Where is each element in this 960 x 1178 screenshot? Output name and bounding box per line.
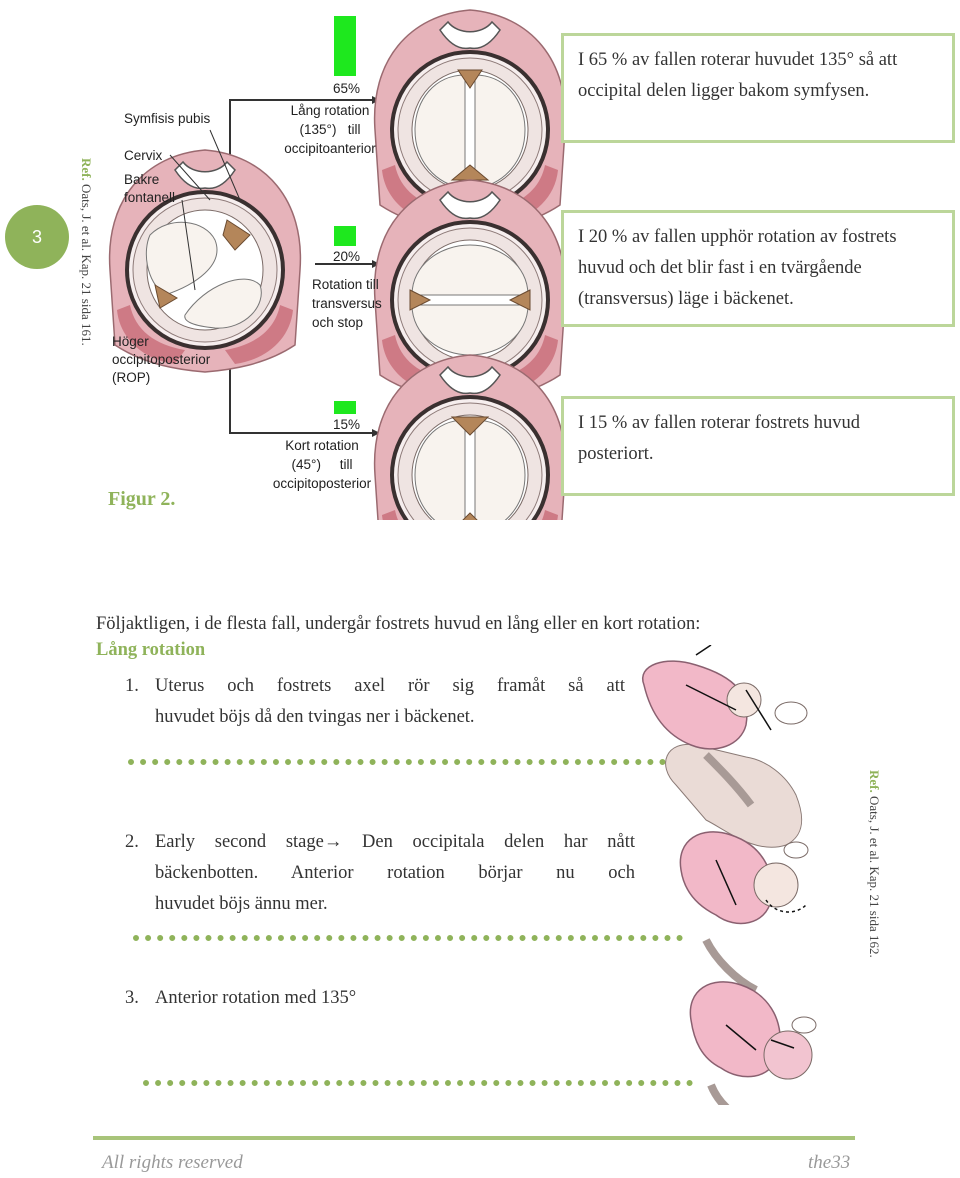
label-occipitoposterior: occipitoposterior: [112, 352, 211, 367]
dotted-separator: [133, 935, 683, 941]
step-2-line-3: huvudet böjs ännu mer.: [155, 894, 328, 914]
step-2-text: Early second stage→ Den occipitala delen…: [155, 827, 635, 920]
dotted-separator: [128, 759, 678, 765]
step-2-line-1: Early second stage→ Den occipitala delen…: [155, 827, 635, 858]
label-45-till: (45°) till: [291, 457, 353, 472]
label-20-percent: 20%: [333, 249, 361, 264]
footer-copyright: All rights reserved: [102, 1152, 243, 1173]
section-heading: Lång rotation: [96, 640, 206, 660]
percent-bar-20: [334, 226, 356, 246]
footer-page-label: the33: [808, 1152, 851, 1173]
label-transversus: transversus: [312, 296, 382, 311]
label-occipitoanterior: occipitoanterior: [284, 141, 376, 156]
label-symfisis-pubis: Symfisis pubis: [124, 111, 211, 126]
step-2-number: 2.: [125, 832, 139, 852]
fetal-descent-illustrations: [641, 645, 817, 1105]
reference-note-left: Ref. Oats, J. et al. Kap. 21 sida 161.: [78, 158, 94, 346]
step-2-lead: Early second stage: [155, 832, 324, 852]
reference-prefix: Ref.: [79, 158, 94, 181]
label-rop: (ROP): [112, 370, 151, 385]
footer-rule: [93, 1136, 855, 1140]
percent-bar-15: [334, 401, 356, 414]
info-box-text: I 65 % av fallen roterar huvudet 135° så…: [578, 50, 898, 101]
info-box-65: I 65 % av fallen roterar huvudet 135° så…: [561, 33, 955, 143]
label-cervix: Cervix: [124, 148, 163, 163]
info-box-text: I 20 % av fallen upphör rotation av fost…: [578, 227, 897, 309]
step-1-text: Uterus och fostrets axel rör sig framåt …: [155, 671, 625, 733]
step-3-number: 3.: [125, 988, 139, 1008]
reference-prefix: Ref.: [867, 770, 882, 793]
label-hoger: Höger: [112, 334, 149, 349]
step-1-line-1: Uterus och fostrets axel rör sig framåt …: [155, 676, 625, 696]
step-2-line-2: bäckenbotten. Anterior rotation börjar n…: [155, 863, 635, 883]
step-1-line-2: huvudet böjs då den tvingas ner i bäcken…: [155, 707, 475, 727]
step-1-number: 1.: [125, 676, 139, 696]
label-och-stop: och stop: [312, 315, 364, 330]
info-box-text: I 15 % av fallen roterar fostrets huvud …: [578, 413, 861, 464]
label-bakre: Bakre: [124, 172, 160, 187]
reference-text: Oats, J. et al. Kap. 21 sida 162.: [867, 792, 882, 958]
info-box-20: I 20 % av fallen upphör rotation av fost…: [561, 210, 955, 327]
step-2-rest: Den occipitala delen har nått: [342, 832, 635, 852]
percent-bar-65: [334, 16, 356, 76]
label-occipitoposterior-kort: occipitoposterior: [272, 476, 372, 491]
label-65-percent: 65%: [333, 81, 361, 96]
label-rotation-till: Rotation till: [312, 277, 379, 292]
label-lang-rotation: Lång rotation: [290, 103, 370, 118]
label-15-percent: 15%: [333, 417, 361, 432]
reference-text: Oats, J. et al. Kap. 21 sida 161.: [79, 180, 94, 346]
label-135-till: (135°) till: [299, 122, 361, 137]
pelvis-rotation-figure: [107, 8, 568, 520]
step-3-text: Anterior rotation med 135°: [155, 988, 357, 1008]
arrow-icon: →: [323, 832, 343, 852]
label-fontanell: fontanell: [124, 190, 176, 205]
intro-paragraph: Följaktligen, i de flesta fall, undergår…: [96, 614, 701, 634]
label-kort-rotation: Kort rotation: [285, 438, 359, 453]
figure-caption: Figur 2.: [108, 488, 176, 510]
reference-note-right: Ref. Oats, J. et al. Kap. 21 sida 162.: [866, 770, 882, 958]
dotted-separator: [143, 1080, 693, 1086]
info-box-15: I 15 % av fallen roterar fostrets huvud …: [561, 396, 955, 496]
page-number-badge: 3: [5, 205, 69, 269]
